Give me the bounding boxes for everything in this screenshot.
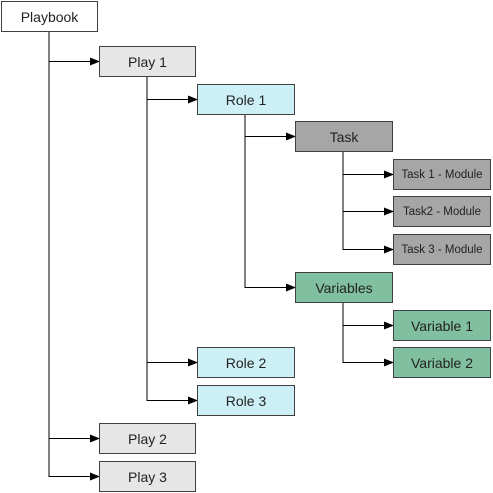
edge-playbook-to-play1 [48,32,100,66]
node-task: Task [295,121,393,152]
edge-variables-to-variable1 [342,303,394,330]
node-play-3: Play 3 [99,461,196,492]
node-task-1-module: Task 1 - Module [393,159,491,190]
edge-task-to-task3-module [342,152,394,254]
edge-task-to-task2-module [342,152,394,216]
node-task-3-module: Task 3 - Module [393,234,491,265]
edge-play1-to-role3 [146,77,198,405]
node-variable-1: Variable 1 [393,310,491,341]
node-variables: Variables [295,272,393,303]
node-variable-2: Variable 2 [393,347,491,378]
edge-role1-to-variables [244,115,296,292]
edge-variables-to-variable2 [342,303,394,367]
edge-play1-to-role1 [146,77,198,104]
edge-playbook-to-play3 [48,32,100,481]
node-play-2: Play 2 [99,423,196,454]
edge-playbook-to-play2 [48,32,100,443]
edge-task-to-task1-module [342,152,394,179]
edge-play1-to-role2 [146,77,198,367]
node-task-2-module: Task2 - Module [393,196,491,227]
node-role-1: Role 1 [197,84,295,115]
node-play-1: Play 1 [99,46,196,77]
node-playbook: Playbook [1,1,98,32]
node-role-2: Role 2 [197,347,295,378]
node-role-3: Role 3 [197,385,295,416]
edge-role1-to-task [244,115,296,141]
